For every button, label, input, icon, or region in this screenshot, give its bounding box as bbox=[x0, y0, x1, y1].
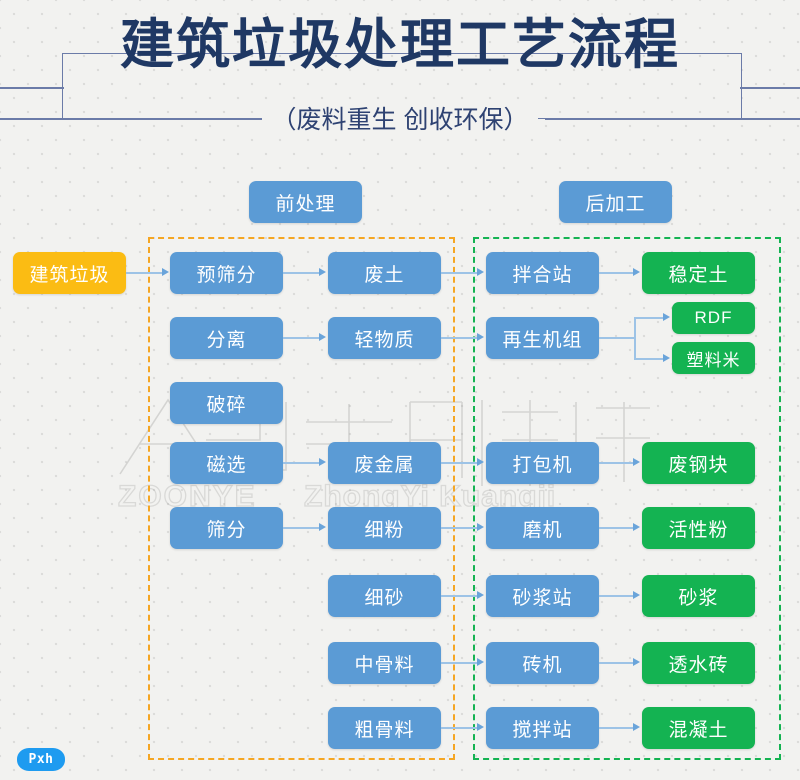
arrowhead-prescreen-to-waste-soil bbox=[319, 268, 326, 276]
page-title: 建筑垃圾处理工艺流程 bbox=[120, 15, 680, 75]
node-process-screening[interactable]: 筛分 bbox=[170, 507, 283, 549]
arrowhead-fine-sand-to-mortar-station bbox=[477, 591, 484, 599]
connector-recycling-unit-to-plastic-pellets bbox=[634, 358, 665, 360]
arrowhead-magnetic-to-scrap-metal bbox=[319, 458, 326, 466]
node-product-permeable-brick[interactable]: 透水砖 bbox=[642, 642, 755, 684]
connector-fine-powder-to-mill bbox=[441, 527, 479, 529]
connector-separation-to-light-matter bbox=[283, 337, 321, 339]
arrowhead-baler-to-scrap-steel-block bbox=[633, 458, 640, 466]
connector-coarse-aggregate-to-stirring-station bbox=[441, 727, 479, 729]
connector-medium-aggregate-to-brick-machine bbox=[441, 662, 479, 664]
node-material-scrap-metal[interactable]: 废金属 bbox=[328, 442, 441, 484]
group-pretreatment-boundary bbox=[148, 237, 455, 760]
node-material-waste-soil[interactable]: 废土 bbox=[328, 252, 441, 294]
node-equipment-mill[interactable]: 磨机 bbox=[486, 507, 599, 549]
node-input-construction-waste[interactable]: 建筑垃圾 bbox=[13, 252, 126, 294]
arrowhead-recycling-unit-to-plastic-pellets bbox=[663, 354, 670, 362]
node-product-scrap-steel-block[interactable]: 废钢块 bbox=[642, 442, 755, 484]
arrowhead-stirring-station-to-concrete bbox=[633, 723, 640, 731]
arrowhead-screening-to-fine-powder bbox=[319, 523, 326, 531]
arrowhead-recycling-unit-to-rdf bbox=[663, 313, 670, 321]
connector-stirring-station-to-concrete bbox=[599, 727, 635, 729]
connector-brick-machine-to-permeable-brick bbox=[599, 662, 635, 664]
node-material-medium-aggregate[interactable]: 中骨料 bbox=[328, 642, 441, 684]
arrowhead-brick-machine-to-permeable-brick bbox=[633, 658, 640, 666]
arrowhead-medium-aggregate-to-brick-machine bbox=[477, 658, 484, 666]
node-equipment-mixing-station[interactable]: 拌合站 bbox=[486, 252, 599, 294]
connector-scrap-metal-to-baler bbox=[441, 462, 479, 464]
connector-recycling-unit-branch-vertical bbox=[634, 317, 636, 359]
page-subtitle: （废料重生 创收环保） bbox=[0, 104, 800, 136]
node-equipment-stirring-station[interactable]: 搅拌站 bbox=[486, 707, 599, 749]
arrowhead-mixing-station-to-stabilized-soil bbox=[633, 268, 640, 276]
connector-input-to-prescreen bbox=[126, 272, 164, 274]
connector-screening-to-fine-powder bbox=[283, 527, 321, 529]
arrowhead-separation-to-light-matter bbox=[319, 333, 326, 341]
arrowhead-fine-powder-to-mill bbox=[477, 523, 484, 531]
arrowhead-coarse-aggregate-to-stirring-station bbox=[477, 723, 484, 731]
connector-fine-sand-to-mortar-station bbox=[441, 595, 479, 597]
arrowhead-mortar-station-to-mortar bbox=[633, 591, 640, 599]
connector-recycling-unit-to-rdf bbox=[634, 317, 665, 319]
node-equipment-brick-machine[interactable]: 砖机 bbox=[486, 642, 599, 684]
node-process-separation[interactable]: 分离 bbox=[170, 317, 283, 359]
node-equipment-baler[interactable]: 打包机 bbox=[486, 442, 599, 484]
corner-badge-pxh: Pxh bbox=[17, 748, 65, 771]
node-product-plastic-pellets[interactable]: 塑料米 bbox=[672, 342, 755, 374]
page-subtitle-text: （废料重生 创收环保） bbox=[261, 106, 539, 134]
node-equipment-recycling-unit[interactable]: 再生机组 bbox=[486, 317, 599, 359]
connector-magnetic-to-scrap-metal bbox=[283, 462, 321, 464]
connector-recycling-unit-trunk bbox=[599, 337, 635, 339]
connector-mixing-station-to-stabilized-soil bbox=[599, 272, 635, 274]
subtitle-rule-left bbox=[0, 118, 290, 120]
node-equipment-mortar-station[interactable]: 砂浆站 bbox=[486, 575, 599, 617]
connector-waste-soil-to-mixing-station bbox=[441, 272, 479, 274]
title-rule-left bbox=[0, 87, 64, 89]
arrowhead-light-matter-to-recycling-unit bbox=[477, 333, 484, 341]
group-postprocessing-boundary bbox=[473, 237, 781, 760]
arrowhead-mill-to-active-powder bbox=[633, 523, 640, 531]
node-product-active-powder[interactable]: 活性粉 bbox=[642, 507, 755, 549]
arrowhead-input-to-prescreen bbox=[162, 268, 169, 276]
subtitle-rule-right bbox=[545, 118, 800, 120]
title-rule-right bbox=[740, 87, 800, 89]
group-header-pretreatment[interactable]: 前处理 bbox=[249, 181, 362, 223]
node-process-crushing[interactable]: 破碎 bbox=[170, 382, 283, 424]
arrowhead-waste-soil-to-mixing-station bbox=[477, 268, 484, 276]
arrowhead-scrap-metal-to-baler bbox=[477, 458, 484, 466]
node-process-magnetic-separation[interactable]: 磁选 bbox=[170, 442, 283, 484]
connector-mill-to-active-powder bbox=[599, 527, 635, 529]
node-process-prescreen[interactable]: 预筛分 bbox=[170, 252, 283, 294]
connector-light-matter-to-recycling-unit bbox=[441, 337, 479, 339]
node-product-stabilized-soil[interactable]: 稳定土 bbox=[642, 252, 755, 294]
node-material-fine-powder[interactable]: 细粉 bbox=[328, 507, 441, 549]
node-material-fine-sand[interactable]: 细砂 bbox=[328, 575, 441, 617]
node-product-concrete[interactable]: 混凝土 bbox=[642, 707, 755, 749]
connector-mortar-station-to-mortar bbox=[599, 595, 635, 597]
node-material-light-matter[interactable]: 轻物质 bbox=[328, 317, 441, 359]
connector-baler-to-scrap-steel-block bbox=[599, 462, 635, 464]
node-product-mortar[interactable]: 砂浆 bbox=[642, 575, 755, 617]
node-product-rdf[interactable]: RDF bbox=[672, 302, 755, 334]
group-header-postprocessing[interactable]: 后加工 bbox=[559, 181, 672, 223]
connector-prescreen-to-waste-soil bbox=[283, 272, 321, 274]
node-material-coarse-aggregate[interactable]: 粗骨料 bbox=[328, 707, 441, 749]
